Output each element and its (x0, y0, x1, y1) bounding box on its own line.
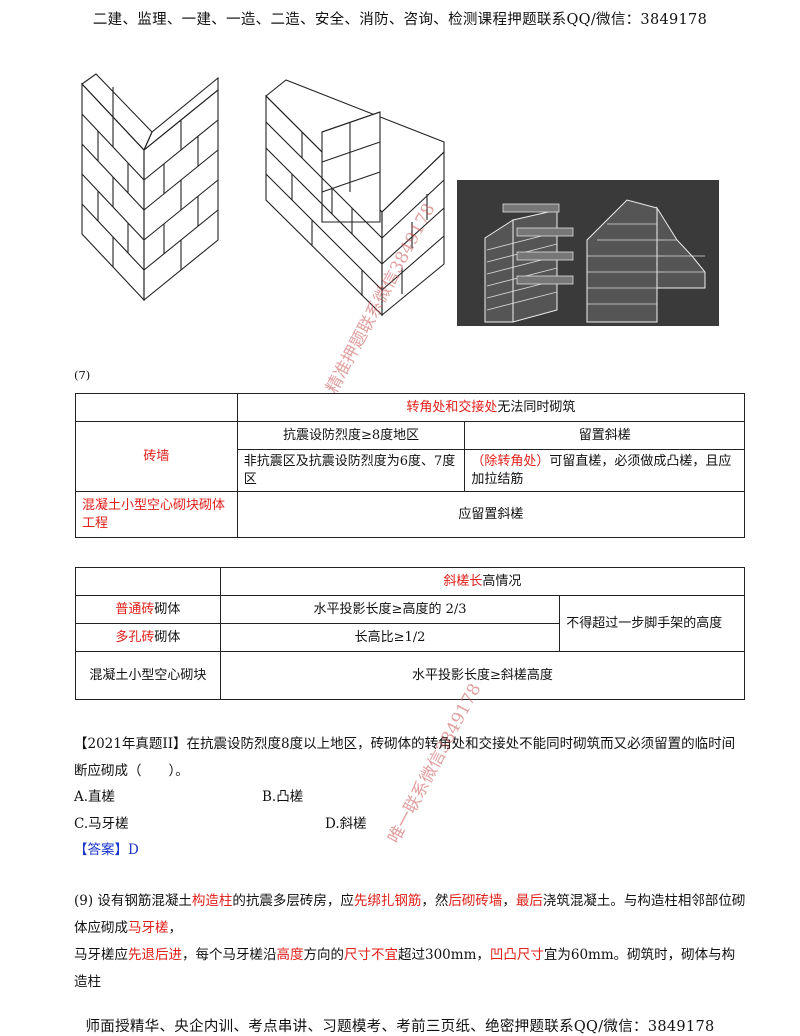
table2-row-label: 混凝土小型空心砌块 (75, 651, 221, 700)
toothing-racking-photo (457, 180, 719, 326)
paragraph-9: (9) 设有钢筋混凝土构造柱的抗震多层砖房，应先绑扎钢筋，然后砌砖墙，最后浇筑混… (74, 893, 746, 990)
page-footer: 师面授精华、央企内训、考点串讲、习题模考、考前三页纸、绝密押题联系QQ/微信：3… (85, 1019, 715, 1035)
table2-row-rule: 水平投影长度≥高度的 2/3 (219, 595, 561, 624)
table1-header: 转角处和交接处无法同时砌筑 (236, 393, 746, 422)
section-label: (7) (74, 368, 91, 382)
rule-toothing: （除转角处）可留直槎，必须做成凸槎，且应加拉结筋 (464, 449, 745, 492)
corner-wall-diagram (81, 73, 219, 302)
scaffold-height-note: 不得超过一步脚手架的高度 (559, 595, 745, 652)
table2-row-label: 普通砖砌体 (75, 595, 221, 624)
option-c: C.马牙槎 (74, 816, 129, 832)
table2-row-rule: 长高比≥1/2 (219, 623, 561, 652)
option-a: A.直槎 (74, 789, 116, 805)
seismic-zone-high: 抗震设防烈度≥8度地区 (236, 421, 466, 450)
table2-row-rule: 水平投影长度≥斜槎高度 (219, 651, 746, 700)
block-masonry-rule: 应留置斜槎 (236, 491, 746, 538)
block-masonry-label: 混凝土小型空心砌块砌体工程 (75, 491, 238, 538)
junction-wall-diagram (265, 79, 445, 317)
option-b: B.凸槎 (262, 789, 304, 805)
question-stem: 【2021年真题II】在抗震设防烈度8度以上地区，砖砌体的转角处和交接处不能同时… (74, 736, 736, 779)
table2-corner-cell (75, 567, 221, 596)
brick-wall-label: 砖墙 (75, 421, 238, 492)
toothing-rules-table: 转角处和交接处无法同时砌筑 砖墙 抗震设防烈度≥8度地区 留置斜槎 非抗震区及抗… (75, 393, 746, 538)
answer: 【答案】D (74, 842, 139, 858)
seismic-zone-low: 非抗震区及抗震设防烈度为6度、7度区 (236, 449, 466, 492)
table2-row-label: 多孔砖砌体 (75, 623, 221, 652)
option-d: D.斜槎 (325, 816, 367, 832)
page-header: 二建、监理、一建、一造、二造、安全、消防、咨询、检测课程押题联系QQ/微信：38… (92, 12, 708, 28)
racking-length-table: 斜槎长高情况 普通砖砌体 水平投影长度≥高度的 2/3 不得超过一步脚手架的高度… (75, 567, 746, 700)
table2-header: 斜槎长高情况 (219, 567, 746, 596)
table1-corner-cell (75, 393, 238, 422)
rule-racking: 留置斜槎 (464, 421, 745, 450)
